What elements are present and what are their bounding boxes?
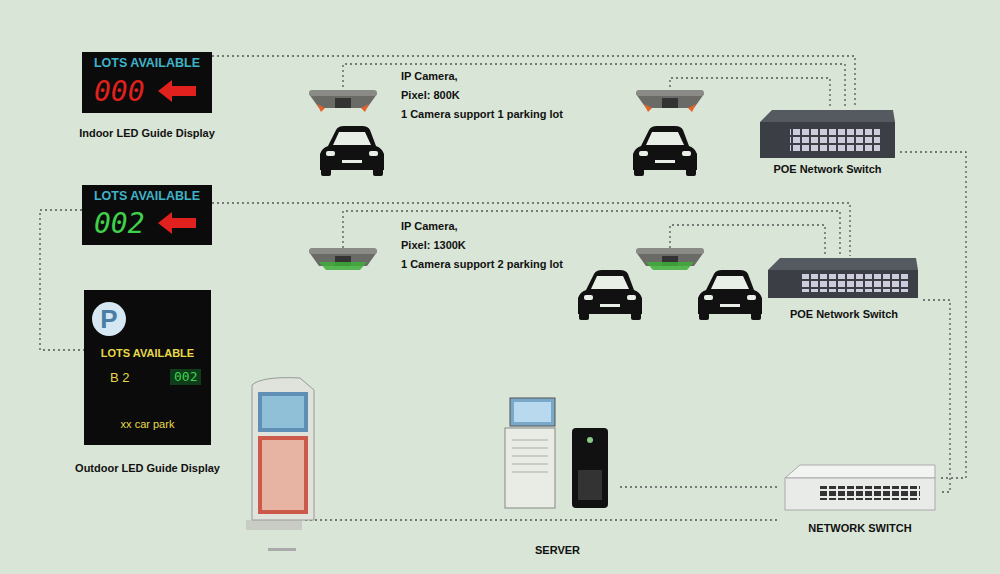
display-heading: LOTS AVAILABLE [82, 190, 212, 204]
network-switch [785, 465, 935, 510]
network-cable [620, 487, 780, 488]
floor-label: B 2 [110, 371, 130, 385]
camera-spec: 1 Camera support 2 parking lot [401, 258, 563, 270]
led-display: LOTS AVAILABLE000Indoor LED Guide Displa… [82, 52, 212, 113]
network-cable [212, 56, 855, 108]
display-caption: Indoor LED Guide Display [60, 127, 234, 139]
ip-camera [309, 90, 704, 270]
device-label: NETWORK SWITCH [780, 522, 940, 534]
network-cable [923, 300, 950, 492]
camera-spec: IP Camera, [401, 220, 458, 232]
device-label: POE Network Switch [765, 308, 923, 320]
network-switch: NETWORK SWITCH [780, 463, 940, 535]
led-count: 002 [94, 209, 145, 240]
camera-spec: Pixel: 1300K [401, 239, 466, 251]
led-count: 000 [94, 77, 145, 108]
device-label: SERVER [495, 544, 620, 556]
car-park-name: xx car park [84, 418, 211, 430]
poe-switch: POE Network Switch [755, 108, 900, 178]
outdoor-display: PLOTS AVAILABLEB 2002xx car parkOutdoor … [84, 290, 211, 445]
display-caption: Outdoor LED Guide Display [54, 462, 241, 474]
display-heading: LOTS AVAILABLE [84, 347, 211, 359]
network-cable [212, 203, 850, 256]
network-cable [900, 152, 966, 478]
camera-spec: IP Camera, [401, 70, 458, 82]
car-icon [320, 126, 762, 320]
led-display: LOTS AVAILABLE 002 [82, 185, 212, 245]
parking-symbol: P [92, 302, 126, 336]
server-illustration [505, 398, 608, 508]
poe-switch: POE Network Switch [765, 256, 923, 322]
led-count: 002 [170, 369, 201, 385]
camera-spec: Pixel: 800K [401, 89, 460, 101]
device-label: POE Network Switch [755, 163, 900, 175]
camera-spec: 1 Camera support 1 parking lot [401, 108, 563, 120]
display-heading: LOTS AVAILABLE [82, 57, 212, 71]
server: SERVER [495, 395, 620, 557]
kiosk-illustration [246, 378, 314, 551]
network-cable [40, 210, 84, 350]
poe-switch [760, 110, 918, 298]
